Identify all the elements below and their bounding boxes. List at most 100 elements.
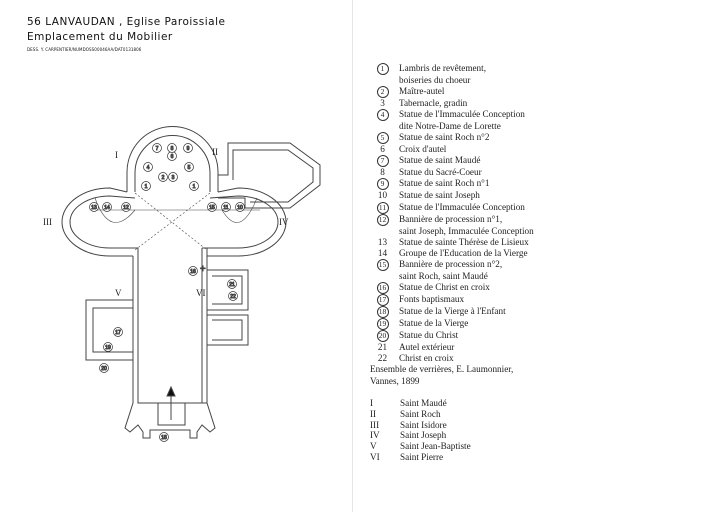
legend-text: saint Roch, saint Maudé bbox=[399, 270, 488, 281]
item-marker-circle bbox=[183, 143, 193, 153]
legend-number: 8 bbox=[366, 167, 399, 178]
window-subject: Saint Maudé bbox=[400, 398, 447, 408]
legend-item: saint Roch, saint Maudé bbox=[366, 271, 534, 282]
legend-text: Statue de saint Roch n°2 bbox=[399, 132, 490, 143]
item-marker-label: 11 bbox=[223, 205, 228, 211]
window-subject: Saint Pierre bbox=[400, 451, 444, 462]
item-marker-circle bbox=[103, 342, 113, 352]
window-subject: Saint Isidore bbox=[400, 419, 447, 430]
item-marker-label: 22 bbox=[230, 294, 236, 300]
legend-text: Statue de l'Immaculée Conception bbox=[399, 109, 525, 120]
legend-number: 11 bbox=[366, 201, 399, 214]
stained-glass-heading: Ensemble de verrières, E. Laumonnier, bbox=[370, 364, 514, 374]
legend-number-text: 8 bbox=[380, 167, 385, 178]
item-marker-circle bbox=[207, 202, 217, 212]
legend-number: 2 bbox=[366, 86, 399, 99]
legend-number: 13 bbox=[366, 237, 399, 248]
legend-item: 4 Statue de l'Immaculée Conception bbox=[366, 109, 534, 122]
legend-text: dite Notre-Dame de Lorette bbox=[399, 121, 501, 132]
legend-number: 20 bbox=[366, 329, 399, 342]
item-marker-circle bbox=[228, 291, 238, 301]
item-marker-label: 5 bbox=[188, 165, 191, 171]
legend-text: Fonts baptismaux bbox=[399, 293, 465, 304]
legend-text: Statue de saint Joseph bbox=[399, 190, 480, 201]
legend-number-text: 15 bbox=[376, 258, 389, 271]
legend-number-text: 5 bbox=[376, 132, 389, 145]
item-marker-label: 3 bbox=[172, 175, 175, 181]
window-label: I bbox=[115, 150, 118, 160]
plan-walls bbox=[61, 126, 321, 439]
legend-number-text: 2 bbox=[376, 86, 389, 99]
item-marker-label: 2 bbox=[162, 175, 165, 181]
legend-item: 10 Statue de saint Joseph bbox=[366, 190, 534, 201]
page-subtitle: Emplacement du Mobilier bbox=[27, 31, 173, 43]
window-item: I Saint Maudé bbox=[367, 398, 471, 409]
legend-text: saint Joseph, Immaculée Conception bbox=[399, 225, 534, 236]
item-marker-label: 9 bbox=[187, 146, 190, 152]
legend-number: 18 bbox=[366, 305, 399, 318]
legend-text: boiseries du choeur bbox=[399, 75, 471, 85]
item-marker-circle bbox=[168, 172, 178, 182]
item-marker-label: 7 bbox=[156, 146, 159, 152]
window-labels: I II III IV V VI bbox=[43, 147, 289, 298]
item-marker-label: 10 bbox=[237, 205, 243, 211]
item-marker-label: 20 bbox=[101, 366, 107, 372]
legend-number: 19 bbox=[366, 317, 399, 330]
legend-number: 22 bbox=[366, 353, 399, 364]
item-marker-circle bbox=[188, 266, 198, 276]
legend-number: 3 bbox=[366, 98, 399, 109]
window-label: IV bbox=[279, 217, 289, 227]
legend-number: 9 bbox=[366, 178, 399, 191]
legend-text: Statue de saint Maudé bbox=[399, 155, 481, 166]
legend-text: Statue de l'Immaculée Conception bbox=[399, 201, 525, 212]
item-marker-label: 6 bbox=[171, 154, 174, 160]
item-marker-label: 14 bbox=[104, 205, 110, 211]
window-number: I bbox=[370, 398, 374, 408]
legend-number-text: 1 bbox=[376, 63, 389, 75]
item-marker-circle bbox=[184, 162, 194, 172]
item-marker-label: 1 bbox=[145, 184, 148, 190]
legend-number: 1 bbox=[366, 63, 399, 75]
legend-number-text: 22 bbox=[377, 353, 388, 364]
item-marker-label: 12 bbox=[123, 205, 129, 211]
legend-number-text: 10 bbox=[377, 190, 388, 201]
legend-text: Tabernacle, gradin bbox=[399, 98, 468, 109]
window-number: VI bbox=[370, 451, 380, 462]
legend-number: 12 bbox=[366, 213, 399, 226]
item-marker-label: 17 bbox=[115, 330, 121, 336]
window-number: V bbox=[370, 441, 377, 452]
item-marker-label: 13 bbox=[91, 205, 97, 211]
legend-text: Statue du Christ bbox=[399, 329, 459, 340]
item-marker-circle bbox=[221, 202, 231, 212]
legend-number-text: 4 bbox=[376, 109, 389, 122]
page-title: 56 LANVAUDAN , Eglise Paroissiale bbox=[27, 16, 226, 28]
item-marker-circle bbox=[141, 181, 151, 191]
item-marker-circle bbox=[235, 202, 245, 212]
item-marker-circle bbox=[152, 143, 162, 153]
page-fold bbox=[352, 0, 353, 512]
legend-number: 16 bbox=[366, 281, 399, 294]
legend-number-text: 13 bbox=[377, 236, 388, 247]
legend-item: 5 Statue de saint Roch n°2 bbox=[366, 132, 534, 145]
item-marker-circle bbox=[167, 143, 177, 153]
legend-number: 14 bbox=[366, 248, 399, 259]
legend-number bbox=[366, 121, 399, 132]
item-marker-label: 18 bbox=[161, 435, 167, 441]
window-label: V bbox=[115, 288, 122, 298]
